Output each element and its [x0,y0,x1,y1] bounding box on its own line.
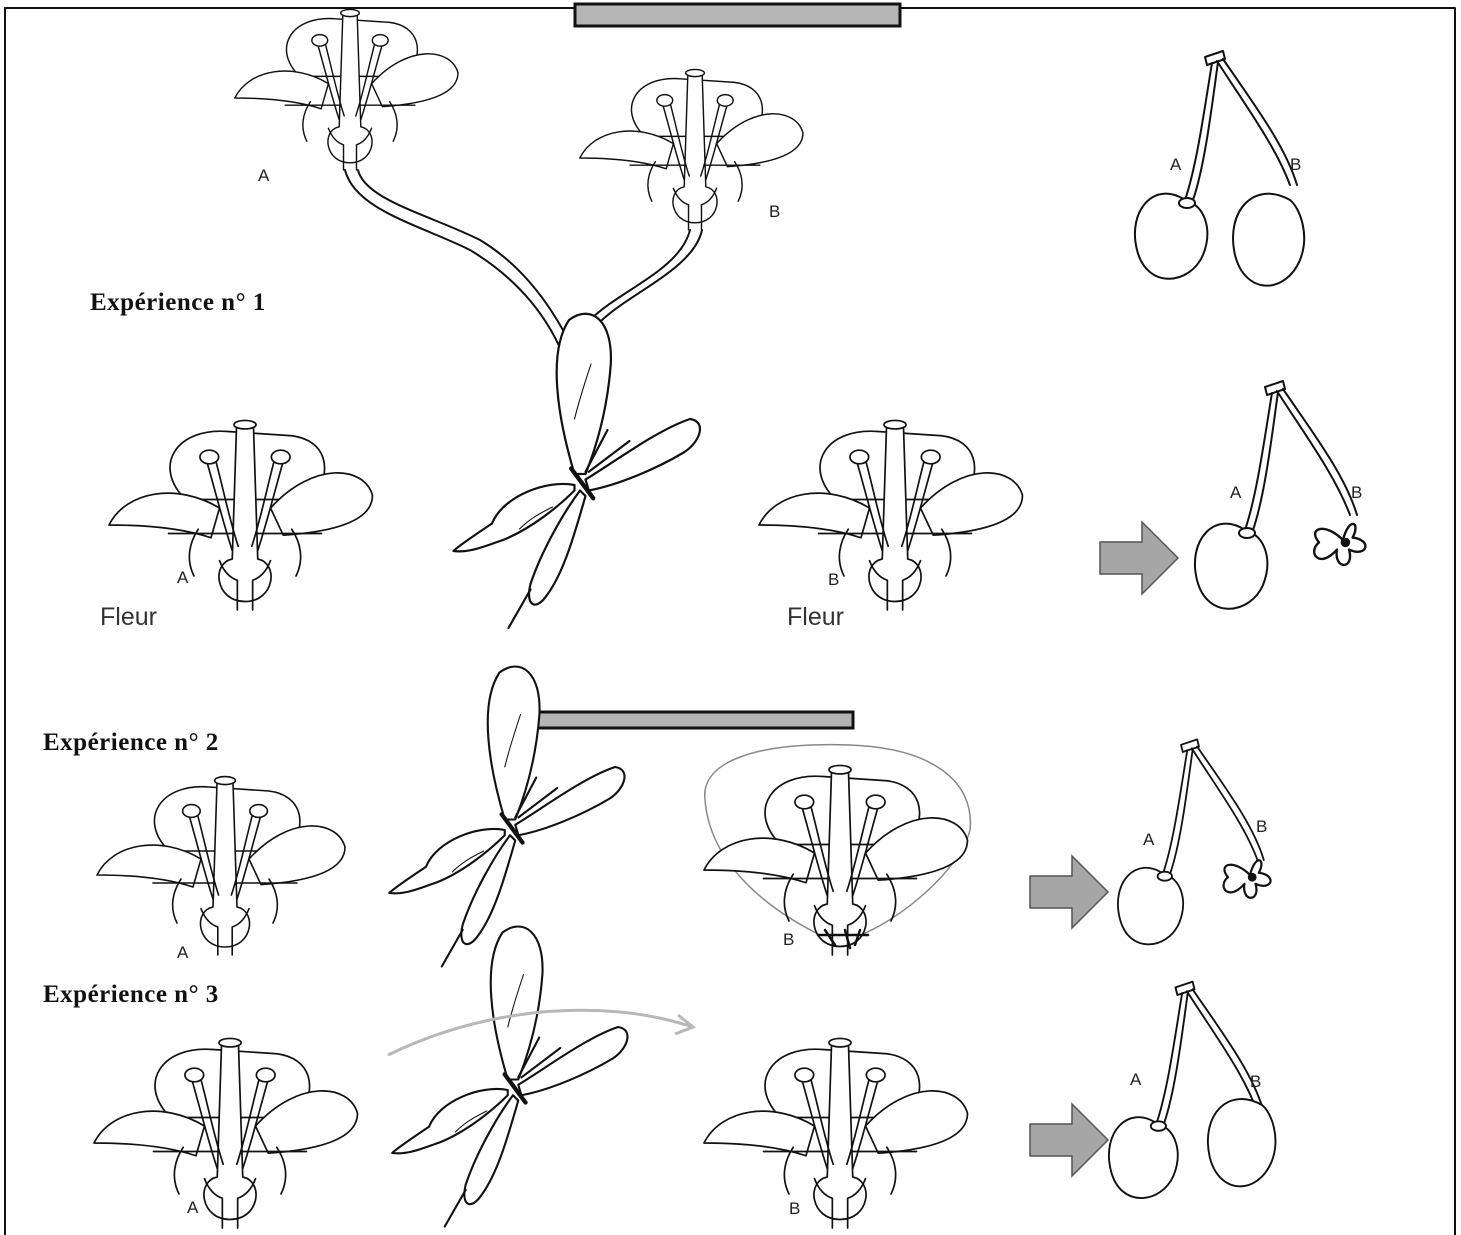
cherry-label-a: A [1143,830,1155,849]
flower-icon [759,420,1023,610]
label-b: B [828,570,839,589]
label-a: A [177,943,189,962]
right-arrow-icon [1030,856,1108,928]
label-a: A [258,166,270,185]
cherry-icon [1118,739,1271,944]
label-b: B [783,930,794,949]
cherry-label-a: A [1230,483,1242,502]
bagged-flower [704,745,970,955]
cherry-label-b: B [1290,155,1301,174]
branch-left [345,170,565,360]
flower-icon [94,1038,358,1228]
exp3-title: Expérience n° 3 [43,981,219,1008]
cherry-icon [1135,51,1304,286]
label-fleur: Fleur [100,603,157,631]
exp2-title: Expérience n° 2 [43,729,219,756]
label-b: B [769,202,780,221]
transfer-arrow [388,1010,690,1055]
cherry-icon [1195,381,1365,609]
butterfly-icon [392,927,627,1227]
label-fleur: Fleur [787,603,844,631]
butterfly-icon [454,314,700,628]
cherry-label-a: A [1130,1070,1142,1089]
flower-icon [97,777,345,955]
cherry-label-a: A [1170,155,1182,174]
label-b: B [789,1199,800,1218]
cherry-label-b: B [1256,817,1267,836]
right-arrow-icon [1030,1104,1108,1176]
label-a: A [177,568,189,587]
flower-icon [704,765,968,955]
flower-icon [109,420,373,610]
cherry-label-b: B [1351,483,1362,502]
flower-icon [235,9,458,170]
right-arrow-icon [1100,522,1178,594]
top-bar [575,4,900,26]
flower-icon [704,1038,968,1228]
exp1-title: Expérience n° 1 [90,289,266,316]
middle-bar [528,712,853,728]
cherry-label-b: B [1250,1072,1261,1091]
label-a: A [187,1198,199,1217]
